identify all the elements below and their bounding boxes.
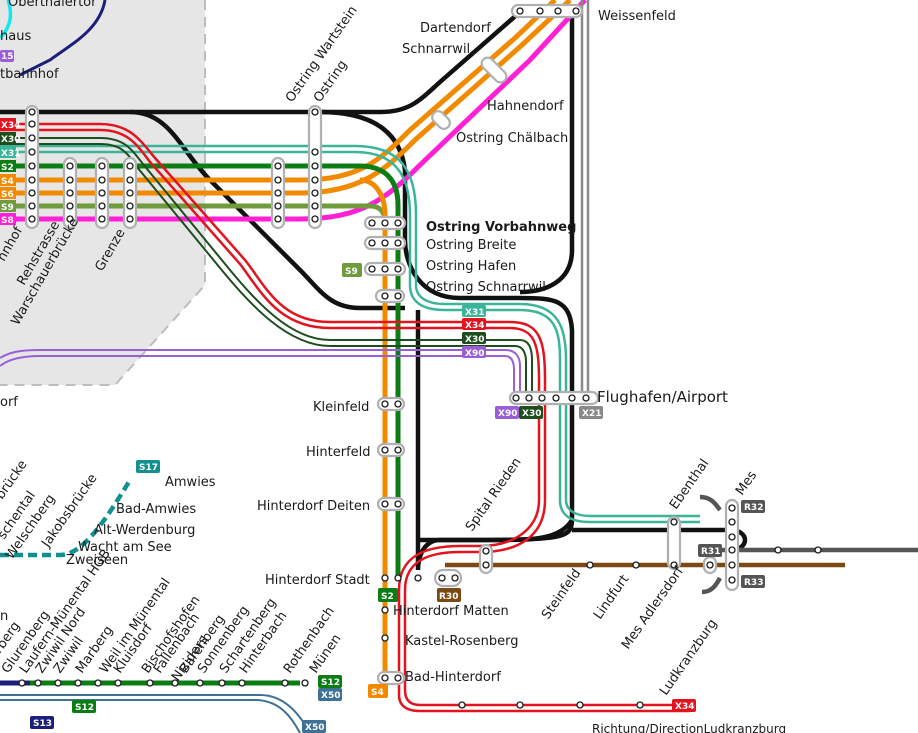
left-badge-s9: S9 (1, 203, 14, 213)
central-zone-border (0, 0, 206, 386)
line-green-s2 (0, 163, 401, 580)
label-ostring-chaelbach: Ostring Chälbach (456, 131, 568, 146)
label-zweiseen: Zweiseen (66, 553, 128, 568)
left-badge-s8: S8 (1, 216, 14, 226)
badge-x90-airport: X90 (498, 409, 517, 419)
line-red-x34-2 (0, 128, 690, 713)
badge-r31: R31 (701, 547, 720, 557)
label-hinterfeld: Hinterfeld (306, 445, 371, 460)
label-hinterdorf-matten: Hinterdorf Matten (393, 604, 509, 619)
label-alt-werdenburg: Alt-Werdenburg (94, 523, 195, 538)
left-badge-x30: X30 (1, 135, 20, 145)
badge-s13: S13 (33, 719, 52, 729)
badge-x34: X34 (465, 321, 484, 331)
badge-x34-ludkranzburg: X34 (675, 702, 694, 712)
left-line-badges: X34 X30 X31 S2 S4 S6 S9 S8 (0, 118, 20, 226)
left-badge-s4: S4 (1, 177, 14, 187)
label-kleinfeld: Kleinfeld (313, 400, 369, 415)
direction-text: Richtung/DirectionLudkranzburg (592, 722, 786, 733)
line-black-trunk (0, 9, 580, 115)
line-purple-x90-2 (0, 355, 515, 398)
station-labels: Weissenfeld Dartendorf Schnarrwil Hahnen… (0, 0, 786, 733)
label-ostring-schnarrwil: Ostring Schnarrwil (426, 280, 546, 295)
badge-15: 15 (1, 52, 14, 62)
left-badge-s6: S6 (1, 190, 14, 200)
label-schnarrwil: Schnarrwil (402, 42, 470, 57)
badge-s9: S9 (345, 267, 358, 277)
label-ostring-vorbahnweg: Ostring Vorbahnweg (426, 220, 576, 235)
label-haus-crop: haus (0, 29, 31, 44)
line-darkgreen-x30-2 (0, 143, 527, 398)
line-teal-x31 (0, 150, 700, 524)
label-flughafen: Flughafen/Airport (597, 388, 728, 406)
label-lindfurt: Lindfurt (591, 572, 632, 622)
badge-s4: S4 (371, 688, 384, 698)
label-n-crop: n (0, 609, 8, 624)
label-steinfeld: Steinfeld (539, 566, 584, 622)
label-obertal-crop: Oberthalertor (8, 0, 97, 10)
label-ostring-breite: Ostring Breite (426, 238, 516, 253)
label-wacht-am-see: Wacht am See (78, 540, 172, 555)
badge-x21: X21 (582, 409, 601, 419)
label-weissenfeld: Weissenfeld (598, 9, 676, 24)
label-bad-amwies: Bad-Amwies (116, 502, 196, 517)
label-ebenthal: Ebenthal (667, 456, 712, 512)
badge-x30-airport: X30 (522, 409, 541, 419)
label-bahnhof-crop: tbahnhof (0, 67, 59, 82)
badge-s2: S2 (381, 592, 394, 602)
line-orange-s4 (359, 177, 388, 680)
badge-x30: X30 (465, 335, 484, 345)
badge-x50-2: X50 (305, 723, 324, 733)
left-badge-x31: X31 (1, 149, 20, 159)
badge-r32: R32 (744, 503, 763, 513)
line-purple-x90 (0, 349, 521, 398)
left-badge-x34: X34 (1, 121, 20, 131)
line-navy-top (19, 0, 107, 77)
line-gray-r32 (699, 494, 722, 512)
badge-r33: R33 (744, 578, 763, 588)
station-dots (18, 7, 822, 709)
label-kastel-rosenberg: Kastel-Rosenberg (405, 634, 518, 649)
label-mes: Mes (733, 468, 760, 498)
label-bad-hinterdorf: Bad-Hinterdorf (405, 670, 501, 685)
badge-x50: X50 (321, 691, 340, 701)
badge-s12: S12 (321, 678, 340, 688)
label-ostring-hafen: Ostring Hafen (426, 259, 516, 274)
badge-x31: X31 (465, 308, 484, 318)
line-gray-r33 (701, 576, 722, 595)
line-badges: S9 X31 X34 X30 X90 X90 X30 X21 S2 R30 S4… (0, 50, 765, 733)
badge-r30: R30 (439, 592, 458, 602)
line-black-vertical-east (519, 12, 575, 295)
label-dartendorf: Dartendorf (420, 21, 491, 36)
label-spital-rieden: Spital Rieden (463, 455, 525, 534)
line-steelblue-x50-2 (0, 699, 301, 733)
line-teal-s17 (0, 478, 132, 558)
badge-s17: S17 (139, 463, 158, 473)
badge-s12-2: S12 (75, 703, 94, 713)
line-cyan-top (0, 0, 13, 40)
badge-x90: X90 (465, 349, 484, 359)
line-darkgreen-x30 (0, 137, 533, 398)
line-black-hinterdorf (418, 518, 574, 543)
line-teal-x31-2 (0, 144, 700, 518)
label-hahnendorf: Hahnendorf (487, 99, 564, 114)
label-mes-adlersdorf: Mes Adlersdorf (619, 564, 687, 652)
label-hinterdorf-deiten: Hinterdorf Deiten (257, 499, 370, 514)
line-red-x34 (0, 122, 690, 707)
label-ludkranzburg: Ludkranzburg (657, 617, 720, 699)
label-orf-crop: orf (0, 395, 18, 410)
left-badge-s2: S2 (1, 163, 14, 173)
label-amwies: Amwies (165, 475, 216, 490)
label-hinterdorf-stadt: Hinterdorf Stadt (265, 573, 370, 588)
